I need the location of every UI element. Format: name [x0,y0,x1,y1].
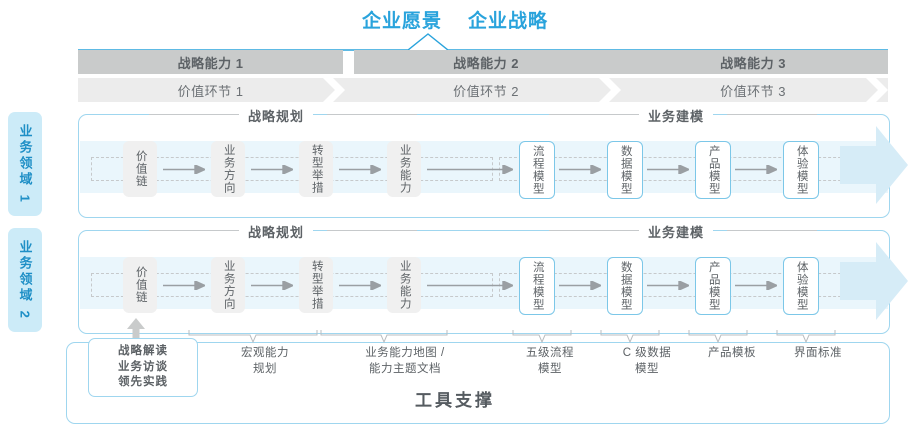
section-title-planning: 战略规划 [239,106,314,125]
arrow-right-icon [647,281,689,290]
node-数据模型[interactable]: 数据模型 [607,141,643,199]
footer-box [66,342,890,424]
title-vision: 企业愿景 [361,10,442,32]
domain-label-2-text: 业务领域 2 [17,239,33,321]
chevron-right-icon [866,78,888,102]
node-流程模型[interactable]: 流程模型 [519,141,555,199]
domain-label-2: 业务领域 2 [8,228,42,332]
section-rule [727,114,817,115]
flow-arrow-right-1 [840,126,908,204]
brace-connector [512,330,572,344]
top-title: 企业愿景 企业战略 [0,4,910,34]
value-segment-row: 价值环节 1 价值环节 2 价值环节 3 [78,78,888,102]
node-label: 体验模型 [795,261,808,311]
arrow-right-icon [251,281,293,290]
value-segment-3: 价值环节 3 [720,83,786,99]
brace-connector [320,330,448,344]
node-label: 产品模型 [707,261,720,311]
node-价值链[interactable]: 价值链 [123,141,157,197]
arrow-right-icon [339,281,381,290]
brace-connector [600,330,660,344]
capability-segment-3: 战略能力 3 [618,50,888,74]
arrow-right-icon [735,165,777,174]
domain-row-1: 战略规划 业务建模 价值链 业务方向 转型举措 业务能力 流程模型 数据模型 产品模型 体验模… [78,106,890,218]
footer-title: 工具支撑 [415,391,495,410]
arrow-right-icon [559,165,601,174]
bottom-label-7: 界面标准 [794,347,842,359]
node-label: 业务方向 [222,260,235,310]
node-业务方向[interactable]: 业务方向 [211,141,245,197]
value-band [78,78,888,102]
flow-arrow-right-2 [840,242,908,320]
domain-row-2: 战略规划 业务建模 价值链 业务方向 转型举措 业务能力 流程模型 数据模型 产品模型 体验模… [78,222,890,334]
section-rule [549,114,639,115]
node-label: 业务方向 [222,144,235,194]
node-产品模型[interactable]: 产品模型 [695,257,731,315]
chevron-right-icon [323,78,345,102]
node-流程模型[interactable]: 流程模型 [519,257,555,315]
node-label: 价值链 [134,266,147,304]
node-价值链[interactable]: 价值链 [123,257,157,313]
node-业务方向[interactable]: 业务方向 [211,257,245,313]
arrow-right-icon [163,281,205,290]
node-产品模型[interactable]: 产品模型 [695,141,731,199]
domain-label-1-text: 业务领域 1 [17,123,33,205]
brace-connector [688,330,748,344]
node-label: 业务能力 [398,260,411,310]
up-arrow-icon [127,318,145,340]
section-rule [149,230,239,231]
section-title-modeling: 业务建模 [639,222,714,241]
domain-label-1: 业务领域 1 [8,112,42,216]
node-业务能力[interactable]: 业务能力 [387,141,421,197]
arrow-right-icon [427,281,513,290]
node-label: 数据模型 [619,145,632,195]
node-数据模型[interactable]: 数据模型 [607,257,643,315]
bottom-label-1: 战略解读业务访谈领先实践 [88,338,198,397]
chevron-right-icon [599,78,621,102]
node-业务能力[interactable]: 业务能力 [387,257,421,313]
node-label: 流程模型 [531,145,544,195]
section-rule [727,230,817,231]
brace-connector [188,330,318,344]
capability-segment-1: 战略能力 1 [78,50,343,74]
node-label: 价值链 [134,150,147,188]
arrow-right-icon [427,165,513,174]
arrow-right-icon [251,165,293,174]
bottom-label-3: 业务能力地图 /能力主题文档 [365,347,445,375]
value-segment-2: 价值环节 2 [453,83,519,99]
bottom-label-2: 宏观能力规划 [241,347,289,375]
arrow-right-icon [559,281,601,290]
node-label: 产品模型 [707,145,720,195]
bottom-label-6: 产品模板 [708,347,756,359]
arrow-right-icon [647,165,689,174]
arrow-right-icon [735,281,777,290]
node-label: 转型举措 [310,260,323,310]
node-体验模型[interactable]: 体验模型 [783,141,819,199]
node-label: 转型举措 [310,144,323,194]
node-label: 体验模型 [795,145,808,195]
node-体验模型[interactable]: 体验模型 [783,257,819,315]
node-label: 业务能力 [398,144,411,194]
bottom-label-4: 五级流程模型 [526,347,574,375]
section-rule [327,230,417,231]
section-rule [149,114,239,115]
arrow-right-icon [339,165,381,174]
node-转型举措[interactable]: 转型举措 [299,257,333,313]
capability-segment-2: 战略能力 2 [354,50,618,74]
brace-connector [776,330,836,344]
node-label: 数据模型 [619,261,632,311]
section-rule [327,114,417,115]
section-title-planning: 战略规划 [239,222,314,241]
section-title-modeling: 业务建模 [639,106,714,125]
title-strategy: 企业战略 [468,10,549,32]
node-转型举措[interactable]: 转型举措 [299,141,333,197]
arrow-right-icon [163,165,205,174]
node-label: 流程模型 [531,261,544,311]
value-segment-1: 价值环节 1 [177,83,244,99]
section-rule [549,230,639,231]
bottom-label-5: C 级数据模型 [622,347,672,375]
